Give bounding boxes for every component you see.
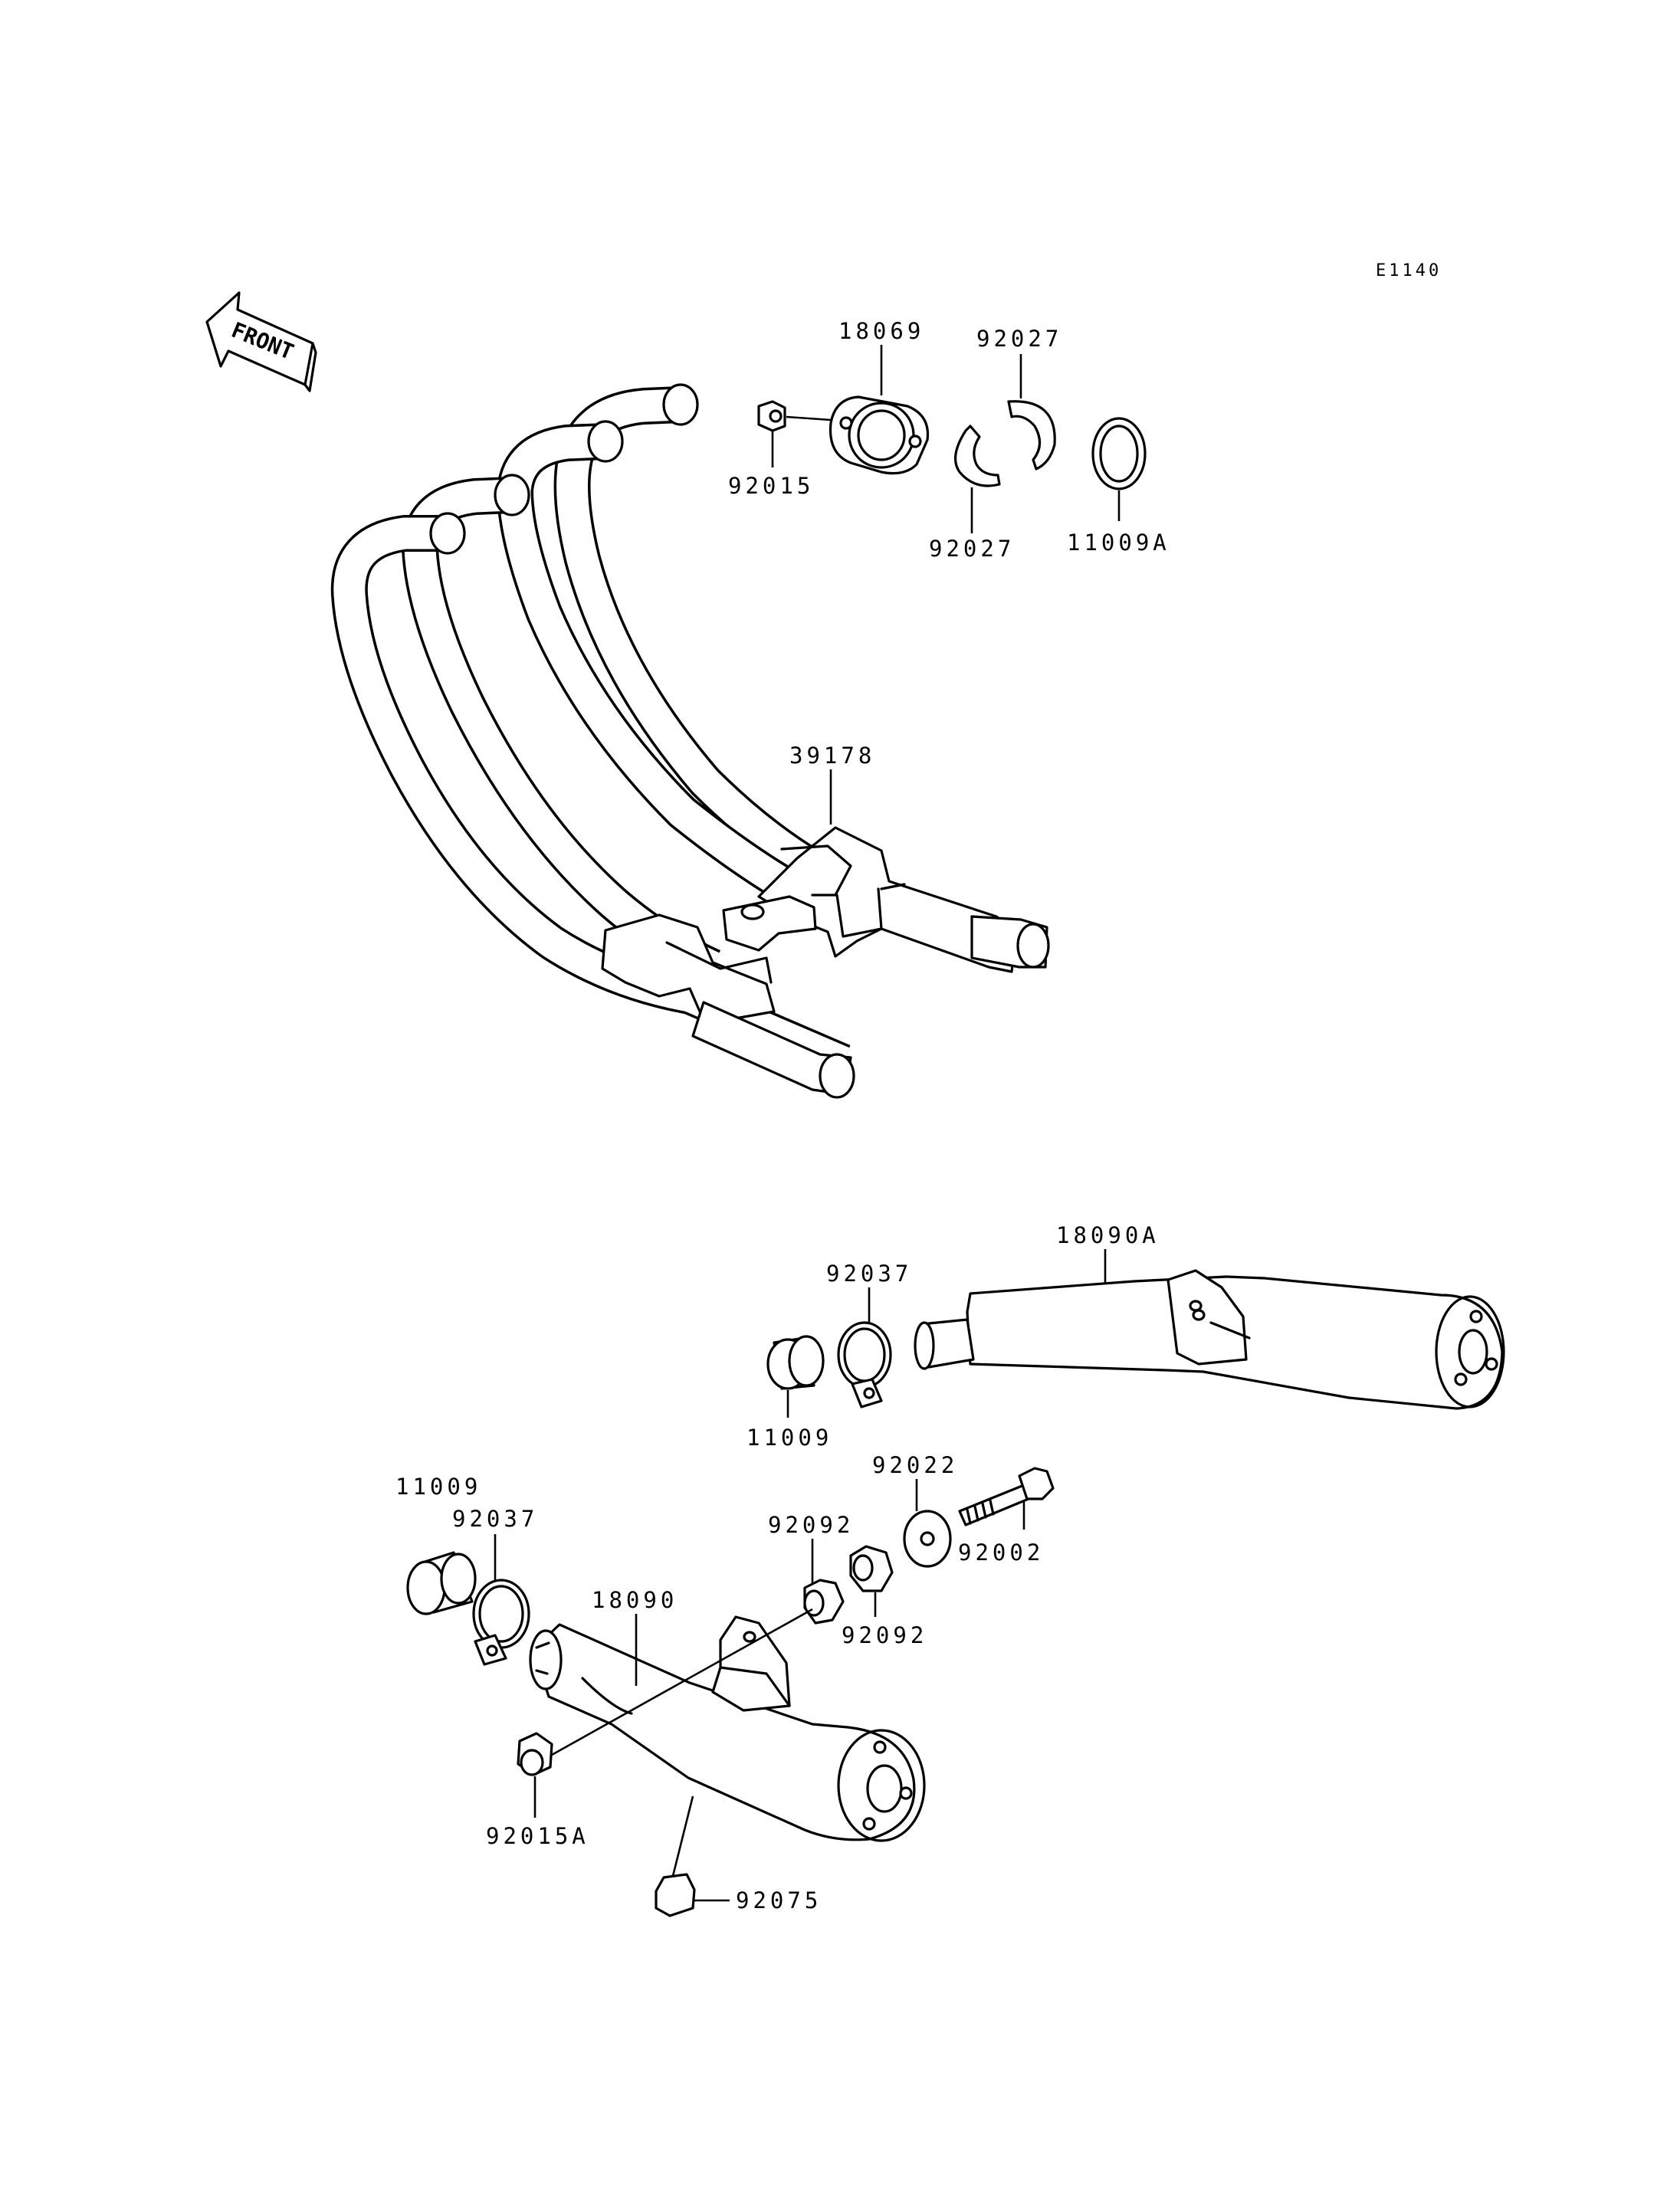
leader-lines — [494, 345, 1121, 1902]
label-11009-right: 11009 — [746, 1425, 832, 1451]
gasket-11009-right — [766, 1335, 825, 1390]
exhaust-header-pipe-assembly — [330, 383, 1050, 1099]
clamp-92037-right — [837, 1321, 892, 1408]
label-92037-left: 92037 — [452, 1506, 538, 1532]
label-39178: 39178 — [789, 743, 875, 769]
label-92015: 92015 — [728, 473, 814, 499]
clamp-92037-left — [472, 1579, 530, 1666]
bolt-92002 — [958, 1467, 1055, 1526]
label-92037-right: 92037 — [826, 1261, 912, 1287]
diagram-code: E1140 — [1376, 261, 1442, 280]
washer-92022 — [903, 1510, 952, 1568]
split-collar-92027-upper — [1007, 400, 1056, 471]
label-18090A: 18090A — [1056, 1222, 1160, 1248]
grommet-92092-left — [803, 1579, 845, 1625]
split-collar-92027-lower — [953, 425, 1001, 487]
label-18090: 18090 — [592, 1587, 678, 1613]
grommet-92092-right — [849, 1545, 894, 1592]
flange-18069 — [829, 395, 930, 475]
label-11009-left: 11009 — [395, 1474, 481, 1500]
label-92027-lower: 92027 — [929, 536, 1015, 562]
gasket-11009A — [1091, 417, 1147, 490]
label-92092-right: 92092 — [842, 1622, 927, 1648]
cap-92075 — [655, 1873, 696, 1917]
label-92022: 92022 — [872, 1452, 958, 1478]
label-11009A: 11009A — [1067, 530, 1170, 556]
label-18069: 18069 — [838, 318, 924, 344]
label-92015A: 92015A — [486, 1823, 589, 1849]
muffler-18090A — [914, 1269, 1505, 1410]
label-92027-upper: 92027 — [976, 326, 1062, 352]
label-92002: 92002 — [958, 1540, 1044, 1566]
label-92075: 92075 — [736, 1887, 822, 1913]
gasket-11009-left — [406, 1551, 477, 1615]
front-direction-arrow-icon: FRONT — [205, 291, 317, 392]
nut-92015A — [517, 1732, 553, 1776]
label-92092-left: 92092 — [768, 1512, 854, 1538]
nut-92015 — [757, 400, 786, 432]
muffler-18090 — [529, 1615, 926, 1842]
